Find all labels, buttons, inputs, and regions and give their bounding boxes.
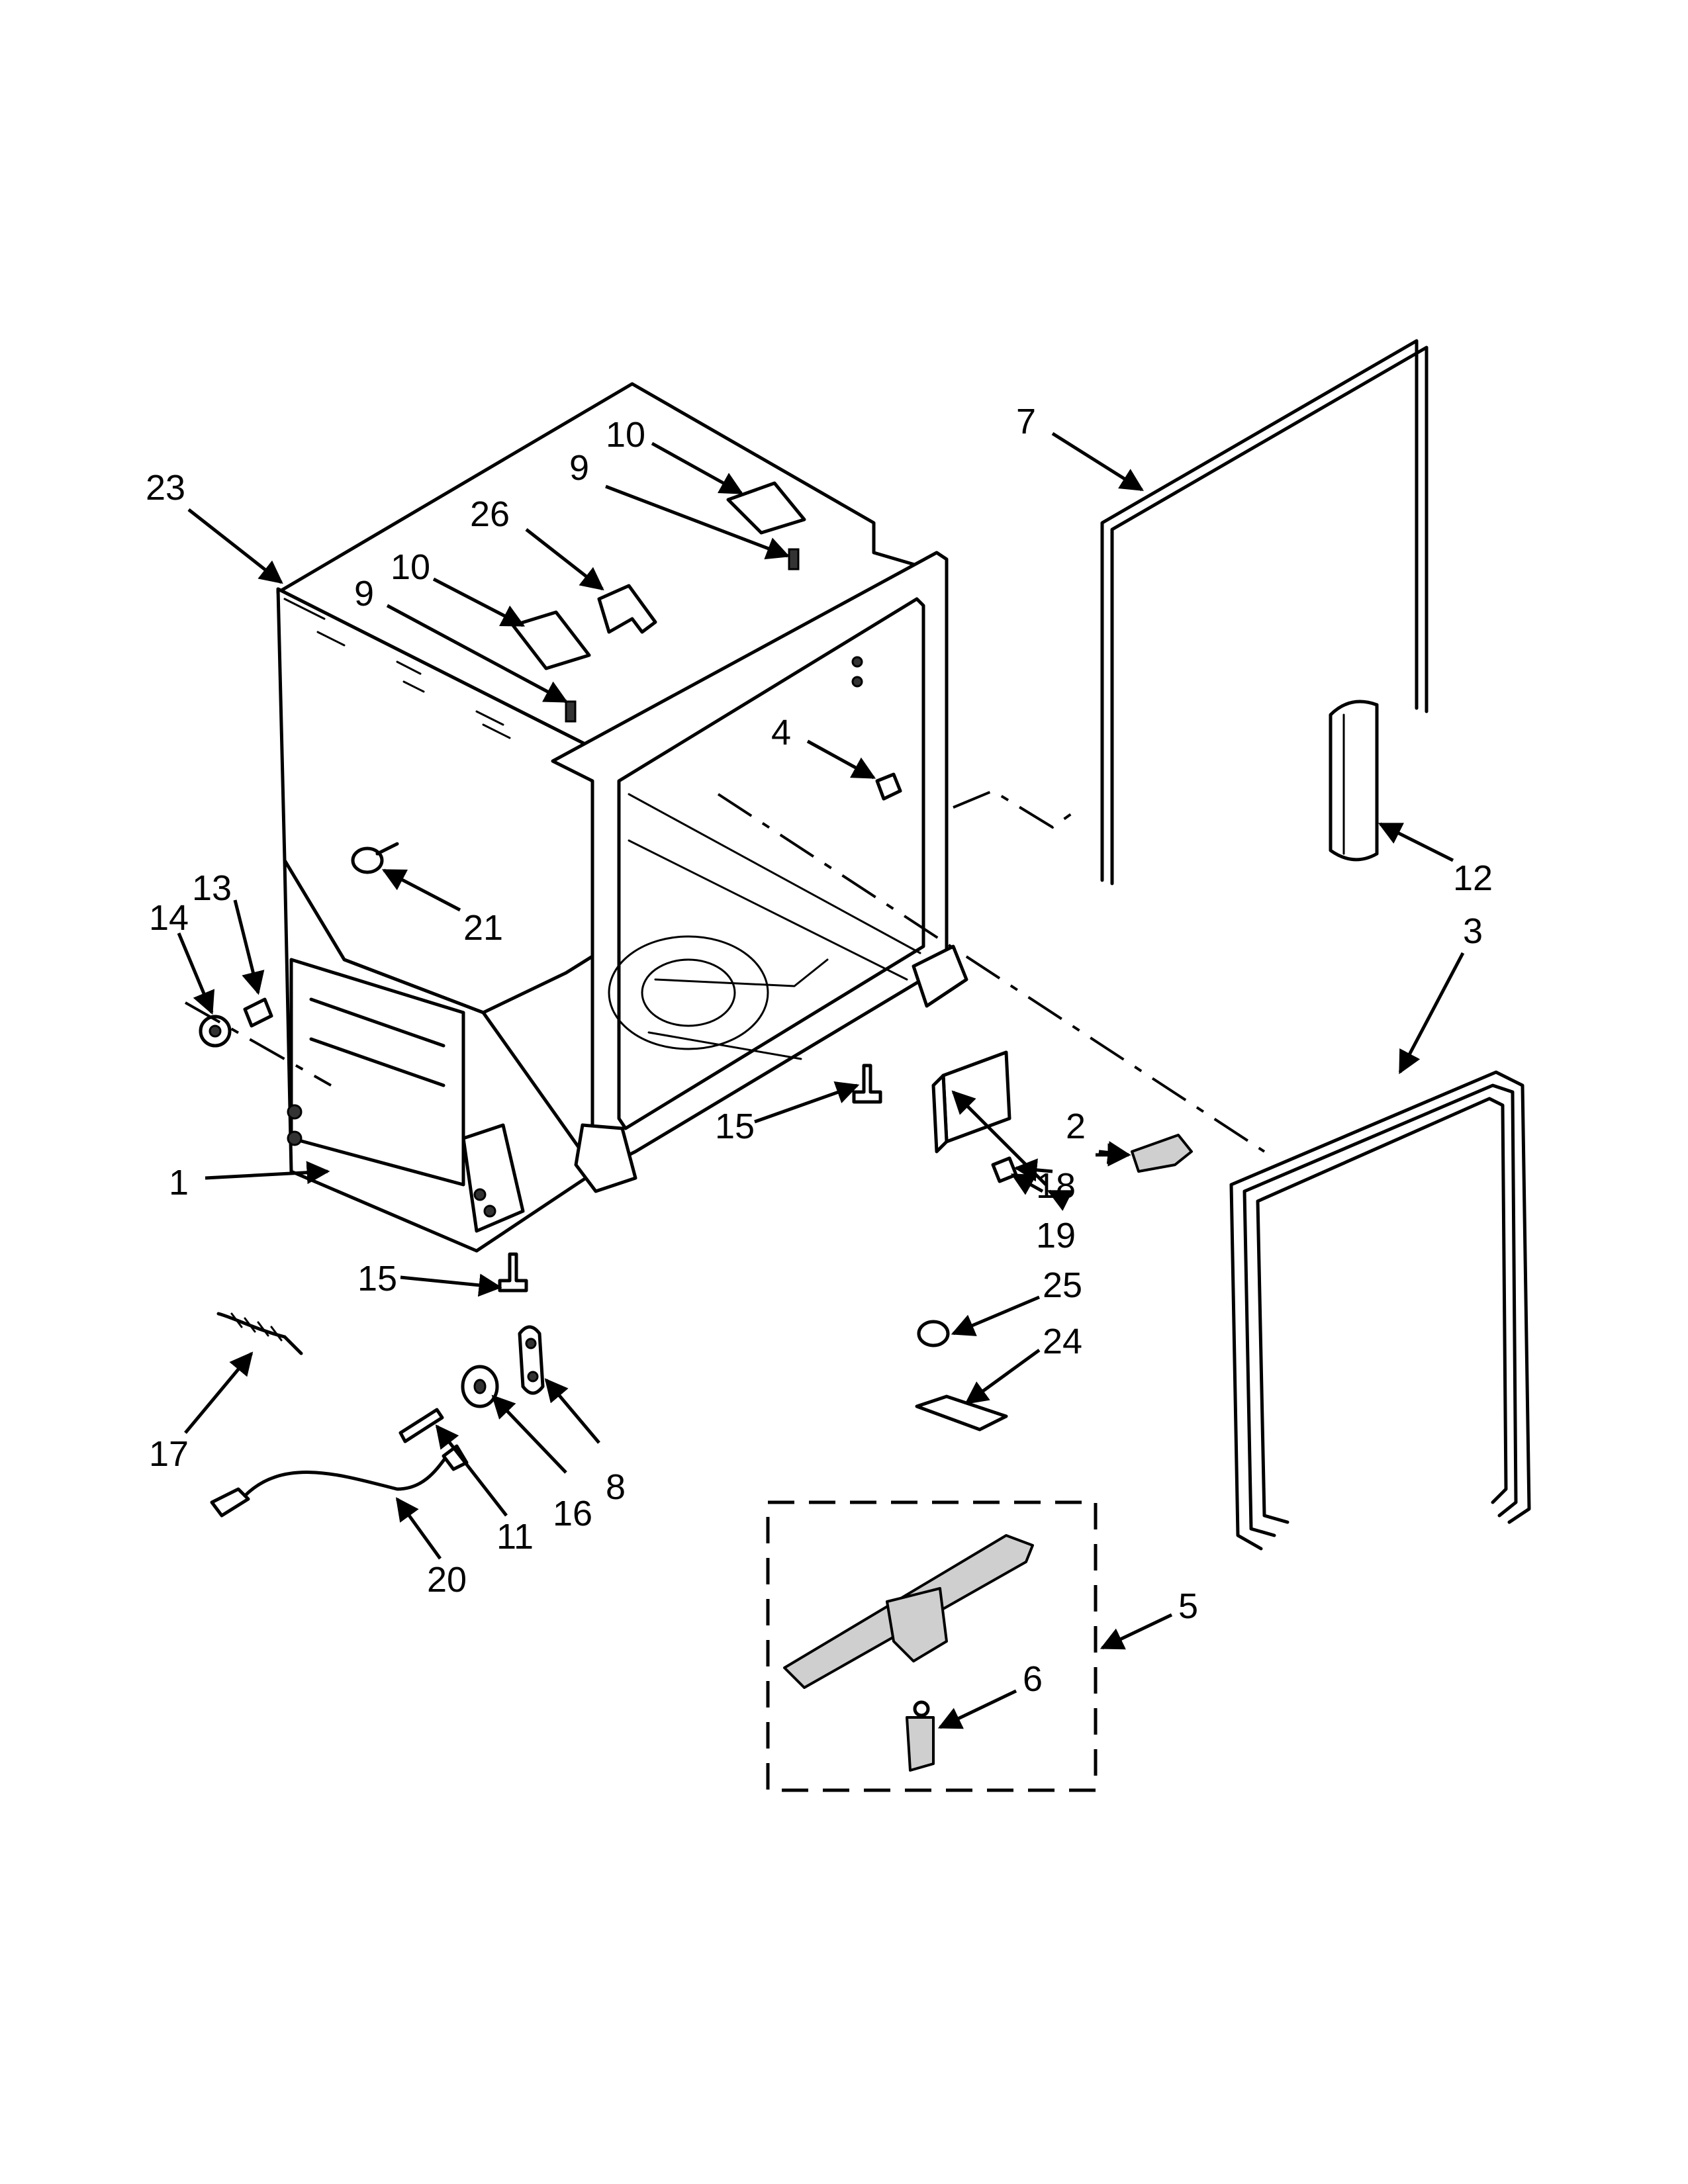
callout-8: 8 <box>606 1467 626 1507</box>
callout-2: 2 <box>1066 1107 1086 1146</box>
callout-25: 25 <box>1043 1265 1082 1305</box>
part-13-screw <box>243 997 273 1028</box>
callout-14: 14 <box>149 898 189 938</box>
part-8-link <box>518 1325 545 1395</box>
callout-10-upper: 10 <box>606 415 645 455</box>
part-19-bracket <box>931 1050 1018 1183</box>
tub-assembly <box>276 382 968 1253</box>
part-11-bolt <box>399 1408 444 1443</box>
callout-4: 4 <box>771 713 791 752</box>
callout-11: 11 <box>496 1517 534 1557</box>
callout-17: 17 <box>149 1434 189 1474</box>
part-20-cable <box>210 1444 469 1518</box>
part-3-door-gasket <box>1229 1070 1531 1551</box>
alignment-line-gasket <box>953 789 1077 829</box>
callout-24: 24 <box>1043 1322 1082 1361</box>
part-21-plug <box>351 842 399 874</box>
part-17-spring <box>216 1312 303 1355</box>
part-6-fitting <box>906 1700 935 1772</box>
part-12-vent-duct <box>1329 700 1379 862</box>
callout-15-lower: 15 <box>357 1259 397 1298</box>
part-15-leveler-lower <box>498 1252 528 1293</box>
callout-23: 23 <box>146 468 185 508</box>
part-5-assembly-box <box>766 1500 1098 1792</box>
callout-10-lower: 10 <box>391 547 430 587</box>
part-14-grommet <box>199 1015 232 1048</box>
alignment-line-tub <box>717 793 1266 1153</box>
part-2-clip <box>1131 1134 1193 1173</box>
part-25-switch <box>917 1320 950 1347</box>
callout-3: 3 <box>1463 911 1483 951</box>
callout-9-lower: 9 <box>354 574 374 614</box>
callout-7: 7 <box>1016 402 1036 441</box>
callout-20: 20 <box>427 1560 467 1600</box>
callout-19: 19 <box>1036 1216 1076 1255</box>
callout-21: 21 <box>463 908 503 948</box>
part-24-bracket <box>915 1394 1008 1432</box>
part-4-plug <box>875 772 902 801</box>
callout-6: 6 <box>1023 1659 1043 1699</box>
leader-lines <box>177 432 1465 1729</box>
callout-13: 13 <box>192 868 232 908</box>
part-16-pulley <box>461 1365 499 1408</box>
callout-12: 12 <box>1453 858 1493 898</box>
callout-18: 18 <box>1036 1166 1076 1206</box>
callout-16: 16 <box>553 1494 592 1533</box>
part-15-leveler-upper <box>852 1064 882 1104</box>
callout-9-upper: 9 <box>569 448 589 488</box>
alignment-line-base <box>185 1001 332 1087</box>
part-7-tub-gasket <box>1100 339 1429 886</box>
part-5-spray-arm-manifold <box>783 1534 1034 1689</box>
callout-15-upper: 15 <box>715 1107 755 1146</box>
callout-5: 5 <box>1178 1586 1198 1626</box>
callout-1: 1 <box>169 1163 189 1203</box>
callout-26: 26 <box>470 494 510 534</box>
